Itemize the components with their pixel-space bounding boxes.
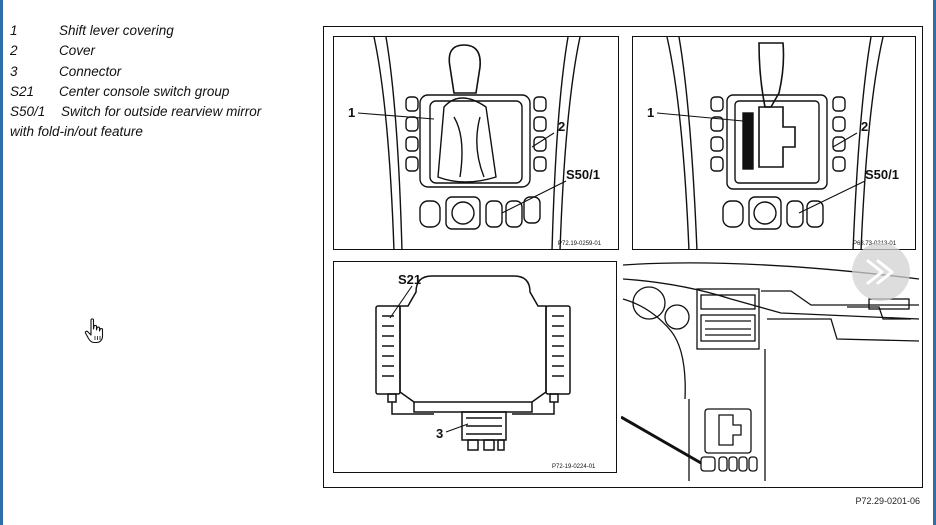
label-2: 2 [861,119,868,134]
panel-switch-group: S21 3 P72-19-0224-01 [333,261,617,473]
window-edge-left [0,0,3,525]
manual-console-drawing: 1 2 S50/1 P72.19-0259-01 [348,37,602,249]
label-s50-1: S50/1 [566,167,600,182]
legend-text: Switch for outside rearview mirror [61,104,262,120]
label-2: 2 [558,119,565,134]
panel-automatic-console: 1 2 S50/1 P68.73-0213-01 [632,36,916,250]
panel-code: P72-19-0224-01 [552,464,596,470]
legend-text: Cover [59,43,96,59]
legend-continuation: with fold-in/out feature [10,124,143,140]
panel-manual-console: 1 2 S50/1 P72.19-0259-01 [333,36,619,250]
legend-item: 1 Shift lever covering [10,21,261,41]
legend-key: 3 [10,63,18,79]
legend-text: Shift lever covering [59,23,174,38]
label-1: 1 [647,105,654,120]
label-1: 1 [348,105,355,120]
legend-key: S21 [10,83,35,99]
legend-item: 2 Cover [10,41,261,61]
next-page-button[interactable] [852,243,910,301]
label-s50-1: S50/1 [865,167,899,182]
chevron-next-icon [866,259,894,285]
legend-item: S50/1 Switch for outside rearview mirror [10,102,261,122]
legend-text: Connector [59,63,122,79]
legend-key: 1 [10,23,18,38]
figure-code: P72.29-0201-06 [855,496,920,506]
legend-key: S50/1 [10,104,46,120]
switch-group-drawing: S21 3 P72-19-0224-01 [375,272,596,470]
label-s21: S21 [398,272,421,287]
panel-code: P72.19-0259-01 [558,241,602,247]
legend-item: S21 Center console switch group [10,82,261,102]
window-edge-right [933,0,936,525]
legend-item: 3 Connector [10,62,261,82]
automatic-console-drawing: 1 2 S50/1 P68.73-0213-01 [647,37,899,249]
legend-key: 2 [10,43,18,59]
diagram-figure: 1 2 S50/1 P72.19-0259-01 [323,26,923,488]
hand-pointer-icon [84,318,106,344]
legend-text: Center console switch group [59,83,230,99]
label-3: 3 [436,426,443,441]
